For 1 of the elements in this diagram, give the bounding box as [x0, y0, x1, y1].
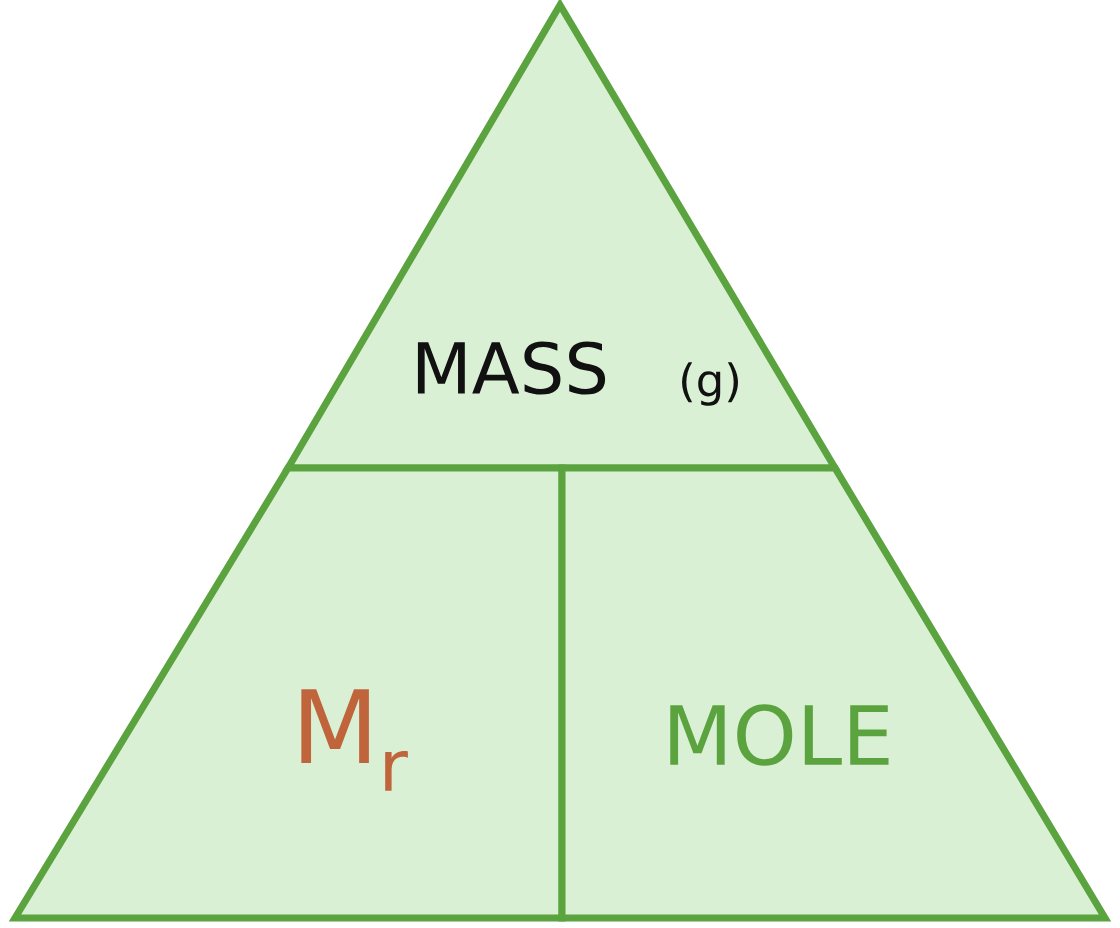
triangle-section: MOLE [558, 464, 1112, 922]
